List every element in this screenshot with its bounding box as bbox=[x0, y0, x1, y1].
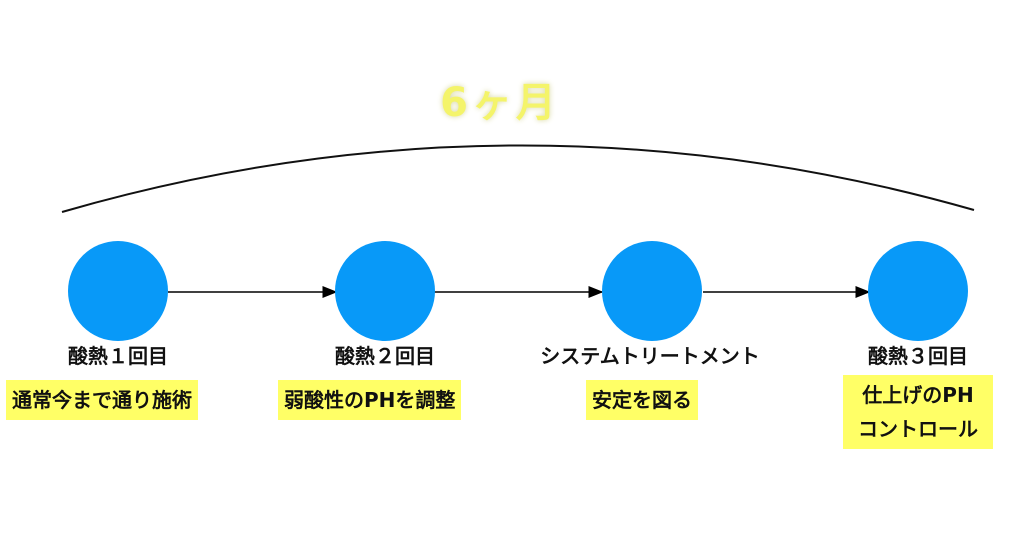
note-line: 仕上げのPH bbox=[862, 383, 974, 407]
note-line: 通常今まで通り施術 bbox=[12, 388, 192, 412]
step-note-4: 仕上げのPH コントロール bbox=[843, 375, 993, 449]
step-label-2: 酸熱２回目 bbox=[335, 344, 435, 368]
step-note-2: 弱酸性のPHを調整 bbox=[278, 380, 462, 420]
note-line: 弱酸性のPHを調整 bbox=[284, 388, 456, 412]
step-node-4 bbox=[868, 241, 968, 341]
step-note-3: 安定を図る bbox=[586, 380, 698, 420]
step-node-3 bbox=[602, 241, 702, 341]
step-note-1: 通常今まで通り施術 bbox=[6, 380, 198, 420]
note-line: コントロール bbox=[858, 417, 978, 441]
note-line: 安定を図る bbox=[592, 388, 692, 412]
step-node-2 bbox=[335, 241, 435, 341]
step-label-3: システムトリートメント bbox=[540, 344, 760, 368]
step-label-4: 酸熱３回目 bbox=[868, 344, 968, 368]
duration-arc bbox=[61, 144, 975, 213]
step-label-1: 酸熱１回目 bbox=[68, 344, 168, 368]
step-node-1 bbox=[68, 241, 168, 341]
duration-title: 6ヶ月 bbox=[440, 80, 560, 126]
